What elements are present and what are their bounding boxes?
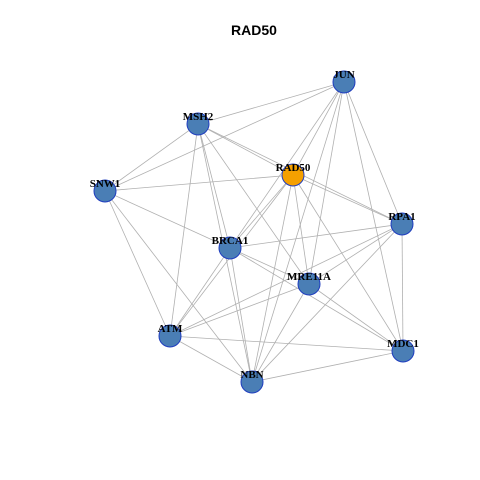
node-snw1: SNW1: [90, 178, 121, 203]
node-label-rpa1: RPA1: [388, 211, 415, 223]
edge-brca1-nbn: [229, 247, 253, 383]
node-atm: ATM: [158, 323, 183, 348]
node-circle-snw1: [93, 179, 117, 203]
node-label-snw1: SNW1: [90, 178, 121, 190]
edge-msh2-atm: [169, 123, 199, 337]
edge-rad50-mdc1: [292, 174, 404, 352]
graph-title: RAD50: [231, 22, 277, 38]
node-mre11a: MRE11A: [287, 271, 331, 296]
node-circle-nbn: [240, 370, 264, 394]
node-rad50: RAD50: [276, 162, 311, 187]
node-circle-rad50: [281, 163, 305, 187]
node-circle-msh2: [186, 112, 210, 136]
edge-jun-nbn: [251, 81, 345, 383]
edge-snw1-brca1: [104, 190, 231, 249]
node-circle-mre11a: [297, 272, 321, 296]
node-nbn: NBN: [240, 369, 264, 394]
edge-mre11a-mdc1: [308, 283, 404, 352]
edge-snw1-atm: [104, 190, 171, 337]
edge-msh2-mre11a: [197, 123, 310, 285]
node-rpa1: RPA1: [388, 211, 416, 236]
edge-rad50-snw1: [104, 174, 294, 192]
node-circle-atm: [158, 324, 182, 348]
edge-msh2-rad50: [197, 123, 294, 176]
node-label-brca1: BRCA1: [212, 235, 249, 247]
node-mdc1: MDC1: [387, 338, 419, 363]
edge-msh2-snw1: [104, 123, 199, 192]
edge-brca1-mdc1: [229, 247, 404, 352]
node-msh2: MSH2: [183, 111, 214, 136]
node-circle-rpa1: [390, 212, 414, 236]
edge-nbn-mdc1: [251, 350, 404, 383]
node-label-jun: JUN: [333, 69, 354, 81]
node-circle-brca1: [218, 236, 242, 260]
edge-brca1-atm: [169, 247, 231, 337]
node-label-mre11a: MRE11A: [287, 271, 331, 283]
edge-atm-nbn: [169, 335, 253, 383]
node-circle-mdc1: [391, 339, 415, 363]
edge-jun-brca1: [229, 81, 345, 249]
edge-brca1-mre11a: [229, 247, 310, 285]
node-label-nbn: NBN: [240, 369, 263, 381]
edge-jun-mdc1: [343, 81, 404, 352]
edge-rad50-rpa1: [292, 174, 403, 225]
edge-rpa1-nbn: [251, 223, 403, 383]
node-label-msh2: MSH2: [183, 111, 214, 123]
node-label-mdc1: MDC1: [387, 338, 419, 350]
edge-jun-rad50: [292, 81, 345, 176]
edge-rpa1-atm: [169, 223, 403, 337]
edge-rpa1-brca1: [229, 223, 403, 249]
edge-mre11a-nbn: [251, 283, 310, 383]
edge-rad50-mre11a: [292, 174, 310, 285]
edge-snw1-nbn: [104, 190, 253, 383]
node-circle-jun: [332, 70, 356, 94]
edge-rad50-brca1: [229, 174, 294, 249]
node-label-rad50: RAD50: [276, 162, 311, 174]
node-jun: JUN: [332, 69, 356, 94]
edge-rpa1-mre11a: [308, 223, 403, 285]
node-label-atm: ATM: [158, 323, 183, 335]
edge-jun-mre11a: [308, 81, 345, 285]
edge-mre11a-atm: [169, 283, 310, 337]
edge-rpa1-mdc1: [401, 223, 404, 352]
node-brca1: BRCA1: [212, 235, 249, 260]
edge-rad50-nbn: [251, 174, 294, 383]
edge-atm-mdc1: [169, 335, 404, 352]
edge-msh2-brca1: [197, 123, 231, 249]
edge-jun-snw1: [104, 81, 345, 192]
edges-layer: [104, 81, 404, 383]
edge-jun-msh2: [197, 81, 345, 125]
edge-jun-rpa1: [343, 81, 403, 225]
